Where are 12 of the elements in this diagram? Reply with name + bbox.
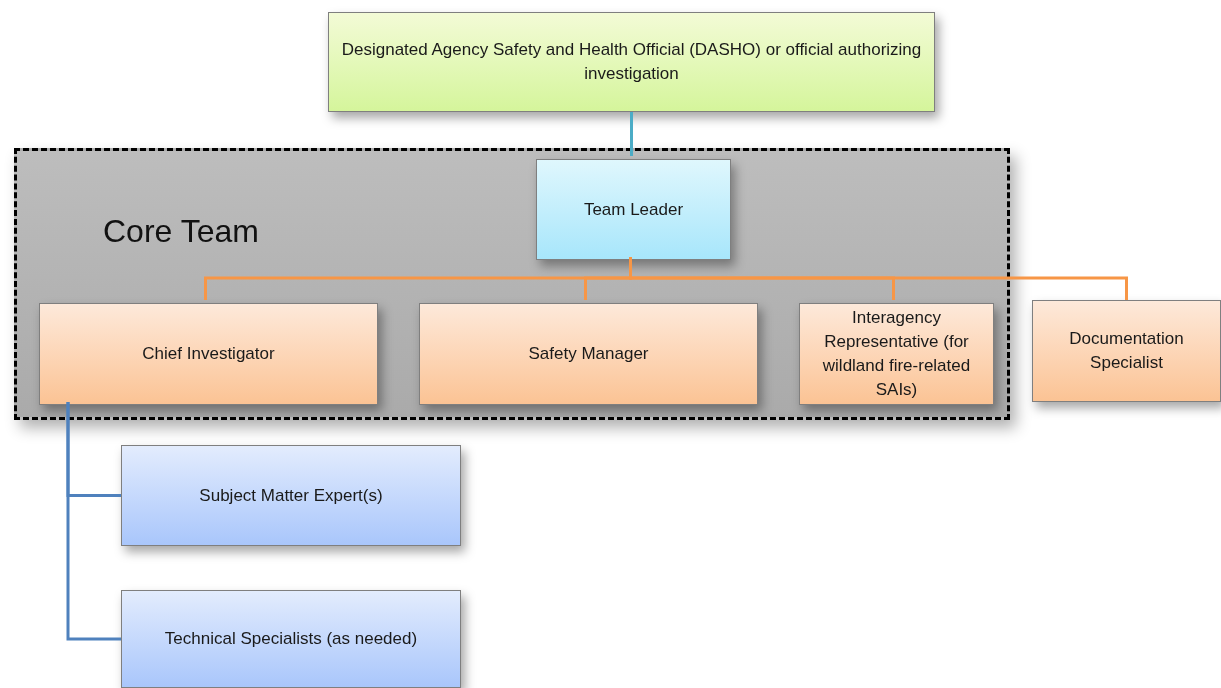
specialist-box: Technical Specialists (as needed) — [121, 590, 461, 688]
specialist-box: Subject Matter Expert(s) — [121, 445, 461, 546]
role-box: Interagency Representative (for wildland fire-related SAIs) — [799, 303, 994, 405]
connector-line — [66, 402, 121, 641]
region-title: Core Team — [103, 212, 259, 251]
role-box: Safety Manager — [419, 303, 758, 405]
role-box: Chief Investigator — [39, 303, 378, 405]
official-box: Designated Agency Safety and Health Official (DASHO) or official authorizing investigation — [328, 12, 935, 112]
leader-box: Team Leader — [536, 159, 731, 260]
core-team-region — [14, 148, 1010, 420]
role-box: Documentation Specialist — [1032, 300, 1221, 402]
connector-line — [630, 112, 633, 156]
